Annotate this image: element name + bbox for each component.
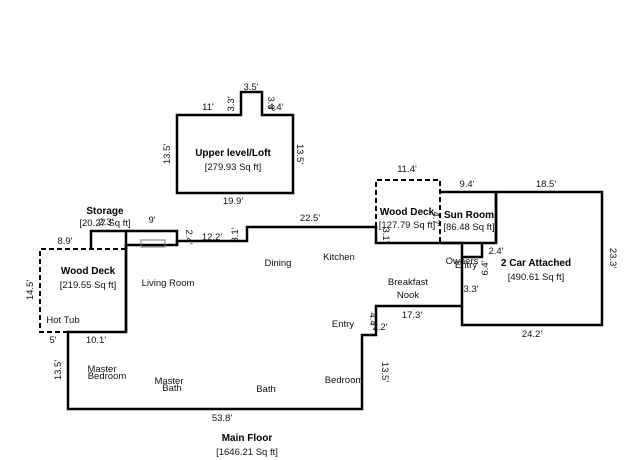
dim-garage-notch: 3.3' xyxy=(463,284,478,295)
dim-main-left-side: 13.5' xyxy=(53,360,64,380)
sun-room-name: Sun Room xyxy=(444,210,494,221)
owners-label: Owners xyxy=(446,256,479,267)
wood-deck-right-area: [127.79 Sq ft] xyxy=(379,220,436,231)
storage-name: Storage xyxy=(86,206,124,217)
dim-deck-left-bottom: 10.1' xyxy=(86,335,106,346)
upper-level-name: Upper level/Loft xyxy=(195,148,271,159)
dim-main-top-long: 22.5' xyxy=(300,213,320,224)
upper-level-outline xyxy=(175,90,295,195)
dim-upper-width: 19.9' xyxy=(223,196,243,207)
garage-outline xyxy=(460,190,604,327)
dining-label: Dining xyxy=(265,258,292,269)
entry-label: Entry xyxy=(332,319,354,330)
dim-deck-right-side: 3.1' xyxy=(380,227,391,242)
storage-area: [20.27 Sq ft] xyxy=(79,218,130,229)
main-floor-name: Main Floor xyxy=(222,433,273,444)
kitchen-label: Kitchen xyxy=(323,252,355,263)
fireplace-symbol xyxy=(140,239,166,248)
dim-garage-bottom: 24.2' xyxy=(522,329,542,340)
dim-storage-d2: 9' xyxy=(148,215,155,226)
sun-room-area: [86.48 Sq ft] xyxy=(443,222,494,233)
dim-main-right-17: 17.3' xyxy=(402,310,422,321)
dim-sun-room-side-b: 2.4' xyxy=(488,246,503,257)
dim-upper-bump-left: 3.3' xyxy=(226,96,237,111)
dim-main-top-step-a: 2.4' xyxy=(183,229,194,244)
nook-label: Nook xyxy=(397,290,419,301)
dim-main-top-step-b: 3.1' xyxy=(230,227,241,242)
wood-deck-left-outline xyxy=(39,248,128,333)
breakfast-label: Breakfast xyxy=(388,277,428,288)
master-bedroom-label-1: Master xyxy=(87,364,116,375)
wood-deck-right-name: Wood Deck xyxy=(380,207,435,218)
dim-storage-d1: 2.3' xyxy=(98,217,113,228)
dim-main-top-mid: 12.2' xyxy=(202,232,222,243)
upper-level-area: [279.93 Sq ft] xyxy=(205,162,262,173)
master-bath-label-1: Master xyxy=(154,376,183,387)
dim-upper-bump-top: 3.5' xyxy=(243,82,258,93)
dim-upper-top-right: 4.4' xyxy=(268,102,283,113)
wood-deck-left-area: [219.55 Sq ft] xyxy=(60,280,117,291)
dim-upper-top-left: 11' xyxy=(202,102,214,113)
dim-upper-bump-right: 3.3' xyxy=(265,96,276,111)
bedroom-label: Bedroom xyxy=(325,375,364,386)
dim-deck-right-top: 11.4' xyxy=(397,164,417,175)
dim-upper-left: 13.5' xyxy=(162,144,173,164)
dim-storage-d3: 8.9' xyxy=(57,236,72,247)
dim-main-right-side: 13.5' xyxy=(379,362,390,382)
hot-tub-label: Hot Tub xyxy=(46,315,79,326)
dim-deck-left-side: 14.5' xyxy=(25,280,36,300)
main-floor-area: [1646.21 Sq ft] xyxy=(216,447,278,458)
wood-deck-left-name: Wood Deck xyxy=(61,266,116,277)
dim-sun-room-side-a: 4.7' xyxy=(430,211,441,226)
dim-garage-right: 23.3' xyxy=(607,248,618,268)
living-room-label: Living Room xyxy=(142,278,195,289)
dim-garage-top: 18.5' xyxy=(536,179,556,190)
garage-name: 2 Car Attached xyxy=(501,258,571,269)
dim-sun-room-top: 9.4' xyxy=(459,179,474,190)
bath-label: Bath xyxy=(256,384,276,395)
master-bath-label-2: Bath xyxy=(162,383,182,394)
dim-main-entry-a: 4.4' xyxy=(367,312,378,327)
dim-sun-room-side-c: 6.4' xyxy=(480,260,491,275)
dim-upper-right: 13.5' xyxy=(294,144,305,164)
garage-area: [490.61 Sq ft] xyxy=(508,272,565,283)
storage-outline xyxy=(89,229,179,249)
master-bedroom-label-2: Bedroom xyxy=(88,371,127,382)
dim-deck-left-bottom-left: 5' xyxy=(49,335,56,346)
dim-main-bottom: 53.8' xyxy=(212,413,232,424)
dim-main-entry-b: 2.2' xyxy=(372,322,387,333)
owners-entry-label: Entry xyxy=(455,260,477,271)
